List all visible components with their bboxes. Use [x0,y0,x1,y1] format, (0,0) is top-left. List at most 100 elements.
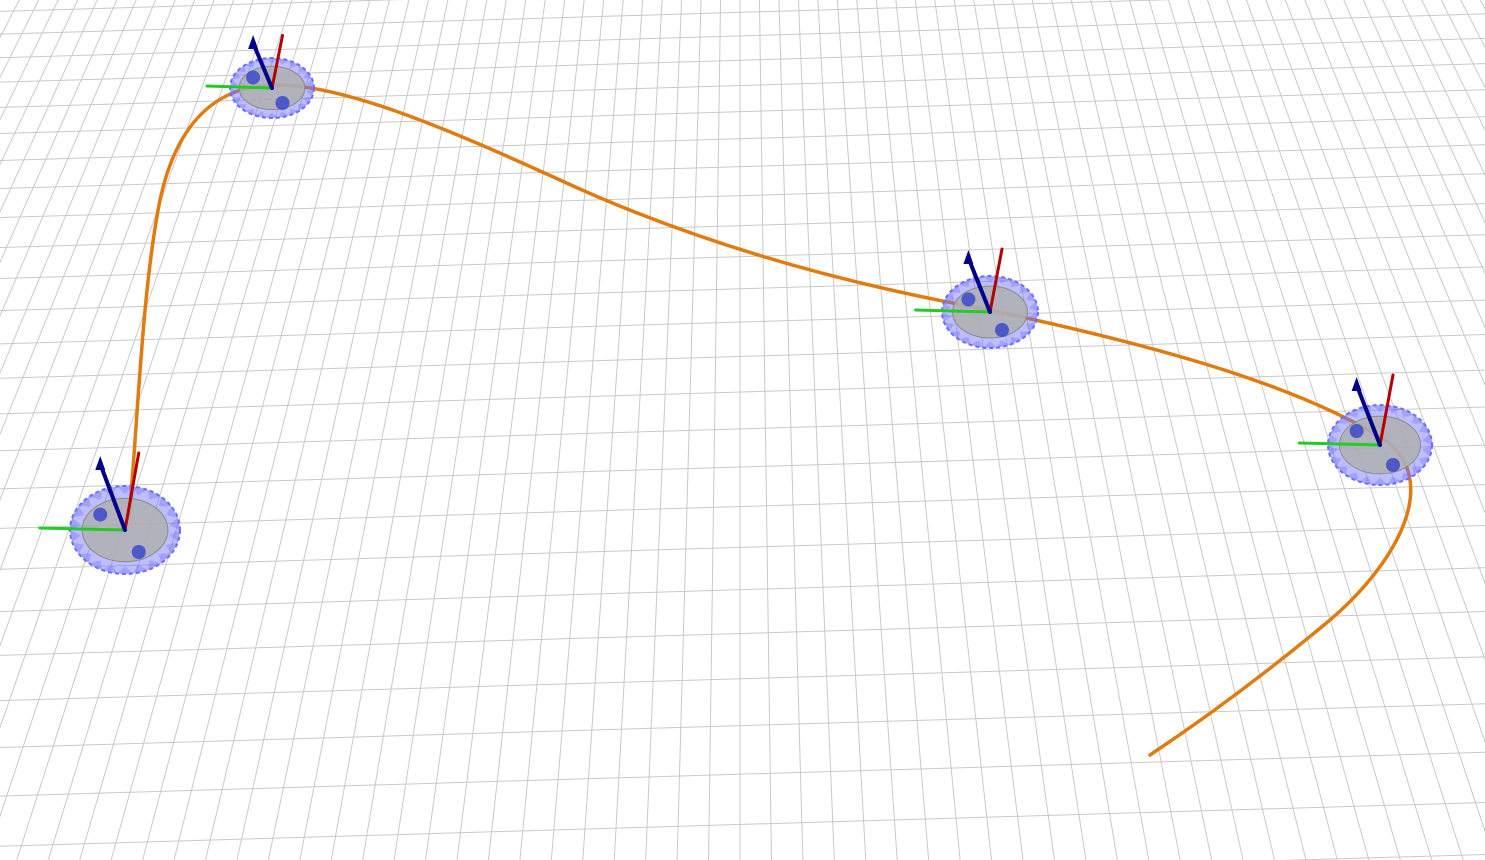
receding-grid-line [953,0,1087,860]
bumper-tooth [132,486,148,496]
bumper-tooth [169,517,180,530]
receding-grid-line [1479,0,1485,11]
x-axis-arrow [270,34,284,90]
bumper-tooth [1387,405,1402,414]
robot-1[interactable] [38,451,181,575]
bumper-tooth [289,60,300,68]
bumper-tooth [1009,336,1022,345]
receding-grid-line [817,0,867,860]
z-axis-arrow [966,256,992,314]
receding-grid-line [758,0,772,860]
cross-grid-line [0,369,1485,415]
receding-grid-line [1031,0,1213,860]
receding-grid-line [1129,0,1370,860]
bumper-tooth [147,560,162,571]
bumper-tooth [159,496,172,507]
bumper-tooth [244,108,255,116]
bumper-tooth [1418,456,1430,467]
bumper-tooth [303,71,313,80]
bumper-tooth [277,111,290,118]
bumper-tooth [166,542,178,554]
cross-grid-line [0,266,1485,312]
sensor-marker [1386,458,1400,472]
z-axis-arrowhead [1351,377,1362,391]
robot-2[interactable] [205,34,315,119]
receding-grid-line [1167,0,1433,860]
receding-grid-line [992,0,1150,860]
bumper-tooth [1328,445,1338,457]
bumper-tooth [1358,476,1373,485]
sensor-marker [246,70,261,85]
bumper-tooth [1025,322,1037,332]
bumper-tooth [970,340,984,348]
receding-grid-line [1401,0,1485,177]
receding-grid-line [362,0,507,860]
bumper-tooth [78,496,91,507]
z-axis-arrow [251,41,274,90]
y-axis-arrow [38,526,127,532]
bumper-tooth [958,279,971,288]
receding-grid-line [236,0,429,860]
receding-grid-line [0,0,176,436]
receding-grid-line [934,0,1055,860]
receding-grid-line [1440,0,1485,89]
robot-4[interactable] [1297,373,1433,486]
bumper-tooth [72,542,84,554]
sensor-marker [961,292,976,307]
x-axis-arrow [988,247,1004,314]
receding-grid-line [0,0,20,39]
trajectory-path [127,83,1413,757]
y-axis-arrow [1297,441,1382,447]
x-axis-arrow [1378,373,1395,447]
bumper-tooth [254,111,267,118]
bumper-tooth [1412,466,1424,476]
receding-grid-line [1362,0,1485,275]
bumper-tooth [266,58,278,64]
receding-grid-line [550,0,624,860]
receding-grid-line [0,0,137,317]
bumper-tooth [1345,472,1359,482]
receding-grid-line [110,0,351,860]
cross-grid-line [0,299,1485,345]
bumper-tooth [1025,292,1037,302]
receding-grid-line [0,0,254,730]
receding-grid-line [0,0,79,166]
receding-grid-line [895,0,993,860]
z-axis-arrow [98,462,127,532]
receding-grid-line [487,0,585,860]
bumper-tooth [1336,414,1348,424]
cross-grid-line [0,144,1485,190]
bumper-tooth [1387,476,1402,485]
receding-grid-line [708,0,722,860]
robot-3[interactable] [914,247,1039,349]
z-axis-arrowhead [95,456,106,470]
bumper-tooth [1330,456,1342,467]
cross-grid-line [0,524,1485,570]
cross-grid-line [0,611,1485,656]
bumper-tooth [159,553,172,564]
bumper-tooth [949,331,961,340]
cross-grid-line [0,406,1485,452]
bumper-tooth [1019,284,1031,293]
bumper-tooth [72,506,84,518]
bumper-tooth [983,276,997,283]
bumper-tooth [996,340,1010,348]
bumper-tooth [949,284,961,293]
receding-grid-line [267,0,449,860]
bumper-tooth [88,489,103,500]
cross-grid-line [0,444,1485,490]
receding-grid-line [425,0,546,860]
cross-grid-line [0,656,1485,702]
receding-grid-line [0,0,40,79]
receding-grid-line [0,0,157,375]
receding-grid-line [456,0,566,860]
cross-grid-line [0,751,1485,797]
bumper-tooth [102,564,118,574]
sensor-marker [275,96,290,110]
z-axis-arrow [1354,383,1382,447]
receding-grid-line [1382,0,1485,224]
sensor-marker [131,545,146,559]
bumper-tooth [1401,472,1415,482]
